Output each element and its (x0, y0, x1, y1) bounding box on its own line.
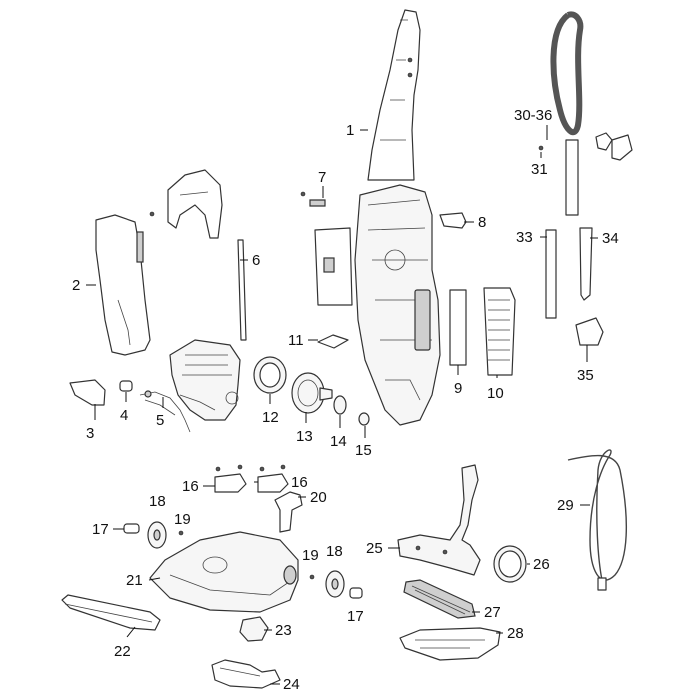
part-32-nozzle-tool (595, 132, 633, 161)
callout-33: 33 (516, 229, 533, 246)
callout-5: 5 (156, 412, 164, 429)
callout-1: 1 (346, 122, 354, 139)
part-8-latch (439, 212, 467, 229)
part-small-fastener-a (136, 211, 155, 263)
callout-24: 24 (283, 676, 300, 693)
callout-23: 23 (275, 622, 292, 639)
part-motor-housing (169, 339, 241, 421)
callout-16-left: 16 (182, 478, 199, 495)
part-15-nut (358, 412, 370, 426)
callout-30-36: 30-36 (514, 107, 552, 124)
callout-19-left: 19 (174, 511, 191, 528)
callout-7: 7 (318, 169, 326, 186)
callout-9: 9 (454, 380, 462, 397)
callout-3: 3 (86, 425, 94, 442)
callout-18-right: 18 (326, 543, 343, 560)
callout-31: 31 (531, 161, 548, 178)
part-3-bumper (69, 379, 106, 406)
part-24-bracket (211, 659, 281, 689)
part-16-clip-left (214, 464, 247, 493)
part-9-filter (449, 289, 467, 366)
callout-8: 8 (478, 214, 486, 231)
part-33-wand (545, 229, 557, 319)
leader-lines (86, 125, 598, 685)
callout-35: 35 (577, 367, 594, 384)
part-10-grille (483, 287, 516, 376)
callout-28: 28 (507, 625, 524, 642)
callout-17-right: 17 (347, 608, 364, 625)
part-20-latch-arm (274, 491, 303, 533)
callout-13: 13 (296, 428, 313, 445)
part-12-gasket (253, 356, 287, 394)
callout-21: 21 (126, 572, 143, 589)
part-22-bumper-bar (61, 594, 161, 631)
part-filter-bag (314, 227, 353, 306)
part-17-axle-left (123, 523, 140, 534)
callout-11: 11 (288, 332, 304, 349)
callout-19-right: 19 (302, 547, 319, 564)
part-6-strip (237, 239, 247, 341)
part-26-belt (493, 545, 527, 583)
part-35-dusting-brush (575, 317, 604, 346)
callout-22: 22 (114, 643, 131, 660)
callout-labels: 1 2 3 4 5 6 7 8 9 10 11 12 13 14 15 16 1… (72, 107, 619, 693)
callout-14: 14 (330, 433, 347, 450)
part-18-wheel-right (325, 570, 345, 598)
callout-12: 12 (262, 409, 279, 426)
part-hood-cover (167, 169, 223, 239)
part-1-handle (367, 9, 421, 181)
part-5-wiring (139, 390, 191, 433)
part-18-wheel-left (147, 521, 167, 549)
callout-27: 27 (484, 604, 501, 621)
callout-26: 26 (533, 556, 550, 573)
part-17-axle-right (349, 587, 363, 599)
part-28-bottom-plate (399, 627, 501, 661)
part-16-clip-right (257, 464, 289, 493)
callout-2: 2 (72, 277, 80, 294)
part-19-screw-right (309, 574, 315, 580)
part-31-screw (538, 145, 544, 151)
part-main-body (354, 184, 441, 426)
part-25-nozzle-housing (397, 464, 481, 576)
callout-6: 6 (252, 252, 260, 269)
callout-17-left: 17 (92, 521, 109, 538)
callout-10: 10 (487, 385, 504, 402)
part-23-gear (239, 616, 269, 642)
part-11-pad (317, 334, 349, 349)
part-27-brush-roll (403, 579, 476, 619)
callout-18-left: 18 (149, 493, 166, 510)
part-7-screw (300, 191, 326, 207)
part-13-fan (291, 372, 333, 414)
callout-16-right: 16 (291, 474, 308, 491)
part-34-crevice-tool (579, 227, 593, 301)
callout-15: 15 (355, 442, 372, 459)
callout-4: 4 (120, 407, 128, 424)
callout-20: 20 (310, 489, 327, 506)
part-19-screw-left (178, 530, 184, 536)
part-21-base (149, 531, 299, 613)
callout-34: 34 (602, 230, 619, 247)
part-4-switch (119, 380, 133, 392)
callout-25: 25 (366, 540, 383, 557)
part-14-small-fan (333, 395, 347, 415)
callout-29: 29 (557, 497, 574, 514)
part-29-power-cord (567, 449, 627, 591)
part-30-hose (550, 11, 584, 216)
